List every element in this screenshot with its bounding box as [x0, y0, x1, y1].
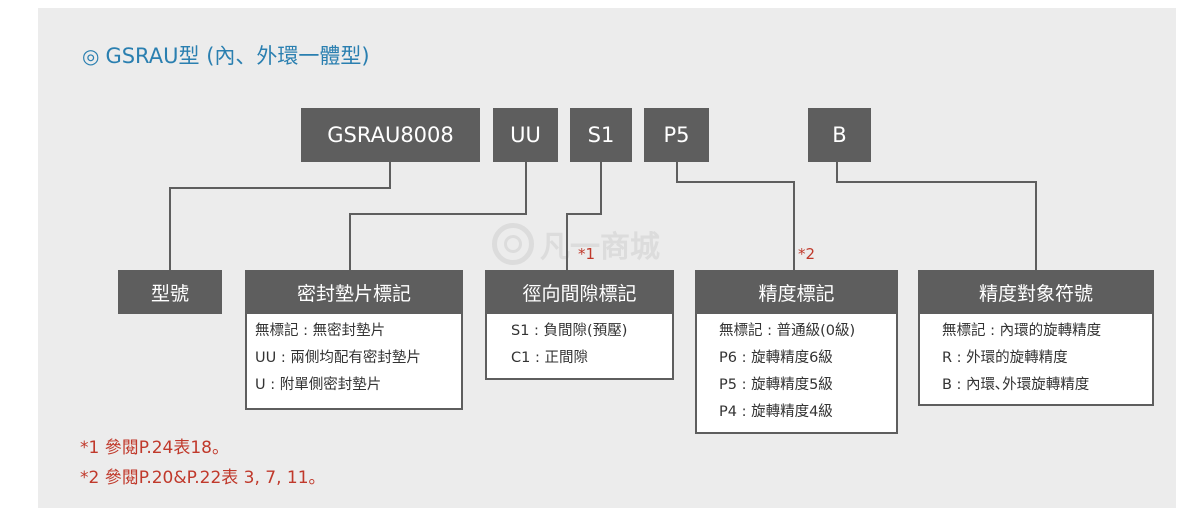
description-line: U : 附單側密封墊片	[255, 377, 382, 393]
code-box-model: GSRAU8008	[301, 108, 480, 162]
description-line: UU : 兩側均配有密封墊片	[255, 350, 421, 366]
description-line: P6 : 旋轉精度6級	[719, 350, 833, 366]
footnote-mark-1: *1	[578, 245, 596, 263]
diagram-title: ◎GSRAU型 (內、外環一體型)	[82, 40, 370, 70]
description-line: P5 : 旋轉精度5級	[719, 377, 833, 393]
title-text: GSRAU型 (內、外環一體型)	[105, 44, 370, 68]
double-circle-icon: ◎	[82, 44, 100, 68]
diagram-panel	[38, 8, 1176, 508]
code-box-seal: UU	[493, 108, 558, 162]
description-seal: 無標記 : 無密封墊片 UU : 兩側均配有密封墊片 U : 附單側密封墊片	[245, 314, 463, 410]
category-model: 型號	[118, 270, 222, 314]
watermark-logo: 凡一商城	[492, 222, 660, 266]
description-line: B : 內環､外環旋轉精度	[942, 377, 1090, 393]
footnote-2: *2 參閱P.20&P.22表 3, 7, 11。	[80, 468, 326, 488]
description-line: R : 外環的旋轉精度	[942, 350, 1068, 366]
description-clearance: S1 : 負間隙(預壓) C1 : 正間隙	[485, 314, 674, 380]
connector-clearance	[566, 162, 602, 270]
code-box-clearance: S1	[570, 108, 632, 162]
category-precision-target: 精度對象符號	[918, 270, 1154, 314]
footnote-mark-2: *2	[798, 245, 816, 263]
connector-seal	[349, 162, 527, 270]
description-precision-target: 無標記 : 內環的旋轉精度 R : 外環的旋轉精度 B : 內環､外環旋轉精度	[918, 314, 1154, 406]
connector-precision	[676, 162, 795, 270]
description-line: P4 : 旋轉精度4級	[719, 404, 833, 420]
footnote-1: *1 參閱P.24表18。	[80, 438, 229, 458]
description-line: 無標記 : 無密封墊片	[255, 323, 386, 339]
category-precision: 精度標記	[695, 270, 898, 314]
description-line: 無標記 : 普通級(0級)	[719, 323, 856, 339]
description-precision: 無標記 : 普通級(0級) P6 : 旋轉精度6級 P5 : 旋轉精度5級 P4…	[695, 314, 898, 434]
connector-model	[169, 162, 391, 270]
category-seal: 密封墊片標記	[245, 270, 463, 314]
description-line: S1 : 負間隙(預壓)	[511, 323, 628, 339]
code-box-precision: P5	[644, 108, 709, 162]
code-box-precision-target: B	[808, 108, 871, 162]
watermark-text: 凡一商城	[540, 230, 660, 265]
connector-precision-target	[836, 162, 1037, 270]
category-clearance: 徑向間隙標記	[485, 270, 674, 314]
description-line: C1 : 正間隙	[511, 350, 588, 366]
description-line: 無標記 : 內環的旋轉精度	[942, 323, 1102, 339]
watermark-ring-icon	[492, 223, 534, 265]
